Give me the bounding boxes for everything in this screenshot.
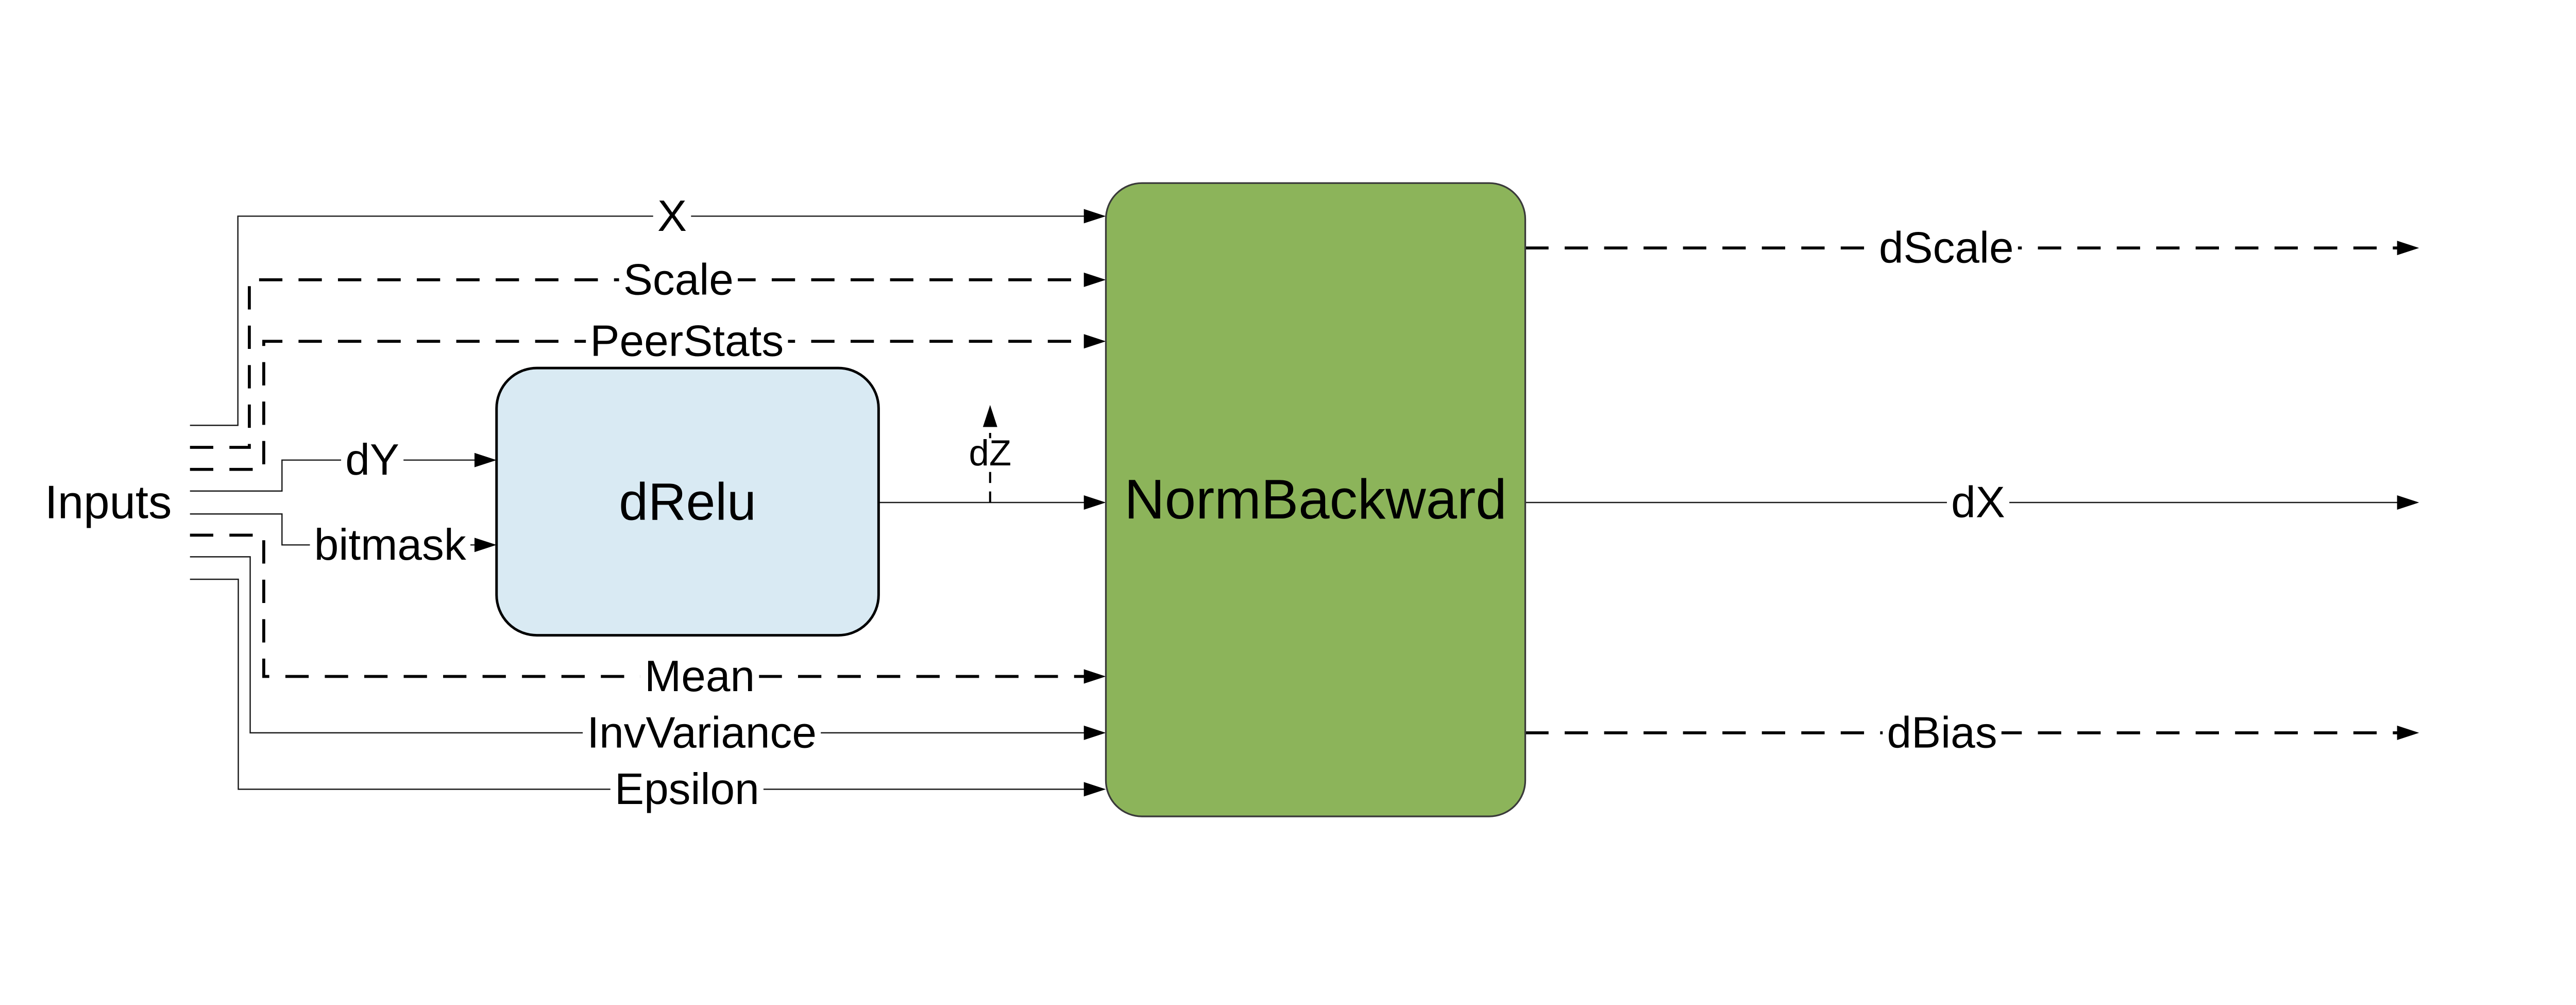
edge-label-bg-dz <box>964 438 1016 468</box>
edge-label-bitmask: bitmask <box>314 521 466 569</box>
arrowhead-dy <box>474 453 497 467</box>
node-box-normbackward <box>1105 182 1527 817</box>
edge-label-bg-mean <box>640 659 759 694</box>
arrowhead-mean <box>1083 669 1106 684</box>
arrowhead-invvariance <box>1083 725 1106 740</box>
node-label-drelu: dRelu <box>619 472 756 531</box>
edge-label-bg-dx <box>1946 484 2010 521</box>
arrowhead-x <box>1083 209 1106 224</box>
edge-label-dy: dY <box>345 435 399 484</box>
edge-label-scale: Scale <box>623 255 734 304</box>
edge-mean <box>190 533 1106 684</box>
edge-label-bg-epsilon <box>610 772 764 807</box>
arrowhead-dz <box>982 405 997 427</box>
edge-label-dx: dX <box>1951 478 2005 527</box>
edge-label-mean: Mean <box>645 652 755 701</box>
edge-label-dbias: dBias <box>1887 708 1997 757</box>
node-label-normbackward: NormBackward <box>1124 468 1506 531</box>
edge-label-bg-peerstats <box>586 324 788 359</box>
arrowhead-scale <box>1083 272 1106 287</box>
edge-label-invvariance: InvVariance <box>587 708 817 757</box>
arrowhead-dbias <box>2397 725 2419 740</box>
edge-label-dz: dZ <box>969 432 1012 473</box>
edge-label-bg-bitmask <box>310 527 471 563</box>
edge-label-bg-dscale <box>1874 230 2018 266</box>
arrowhead-dscale <box>2397 241 2419 256</box>
edge-line-peerstats <box>190 340 1093 471</box>
edge-label-x: X <box>657 192 687 241</box>
inputs-label: Inputs <box>45 477 172 529</box>
node-normbackward: NormBackward <box>1105 182 1527 817</box>
edge-label-bg-x <box>653 198 691 234</box>
edge-label-bg-dbias <box>1883 715 2002 751</box>
edge-label-peerstats: PeerStats <box>590 317 784 366</box>
edge-label-dscale: dScale <box>1879 224 2014 273</box>
edge-label-bg-scale <box>619 262 738 298</box>
edge-drelu-to-normbackward <box>878 495 1106 510</box>
edge-label-epsilon: Epsilon <box>615 765 759 814</box>
edge-label-bg-invvariance <box>583 715 821 751</box>
node-layer: dRelu NormBackward <box>495 182 1527 817</box>
arrowhead-dx <box>2397 495 2419 510</box>
arrowhead-epsilon <box>1083 782 1106 797</box>
arrowhead-peerstats <box>1083 334 1106 349</box>
node-drelu: dRelu <box>495 366 880 637</box>
arrowhead-bitmask <box>474 538 497 552</box>
edge-label-bg-dy <box>341 442 404 478</box>
node-box-drelu <box>495 366 880 637</box>
arrowhead-drelu-to-normbackward <box>1083 495 1106 510</box>
edge-peerstats <box>190 334 1106 471</box>
